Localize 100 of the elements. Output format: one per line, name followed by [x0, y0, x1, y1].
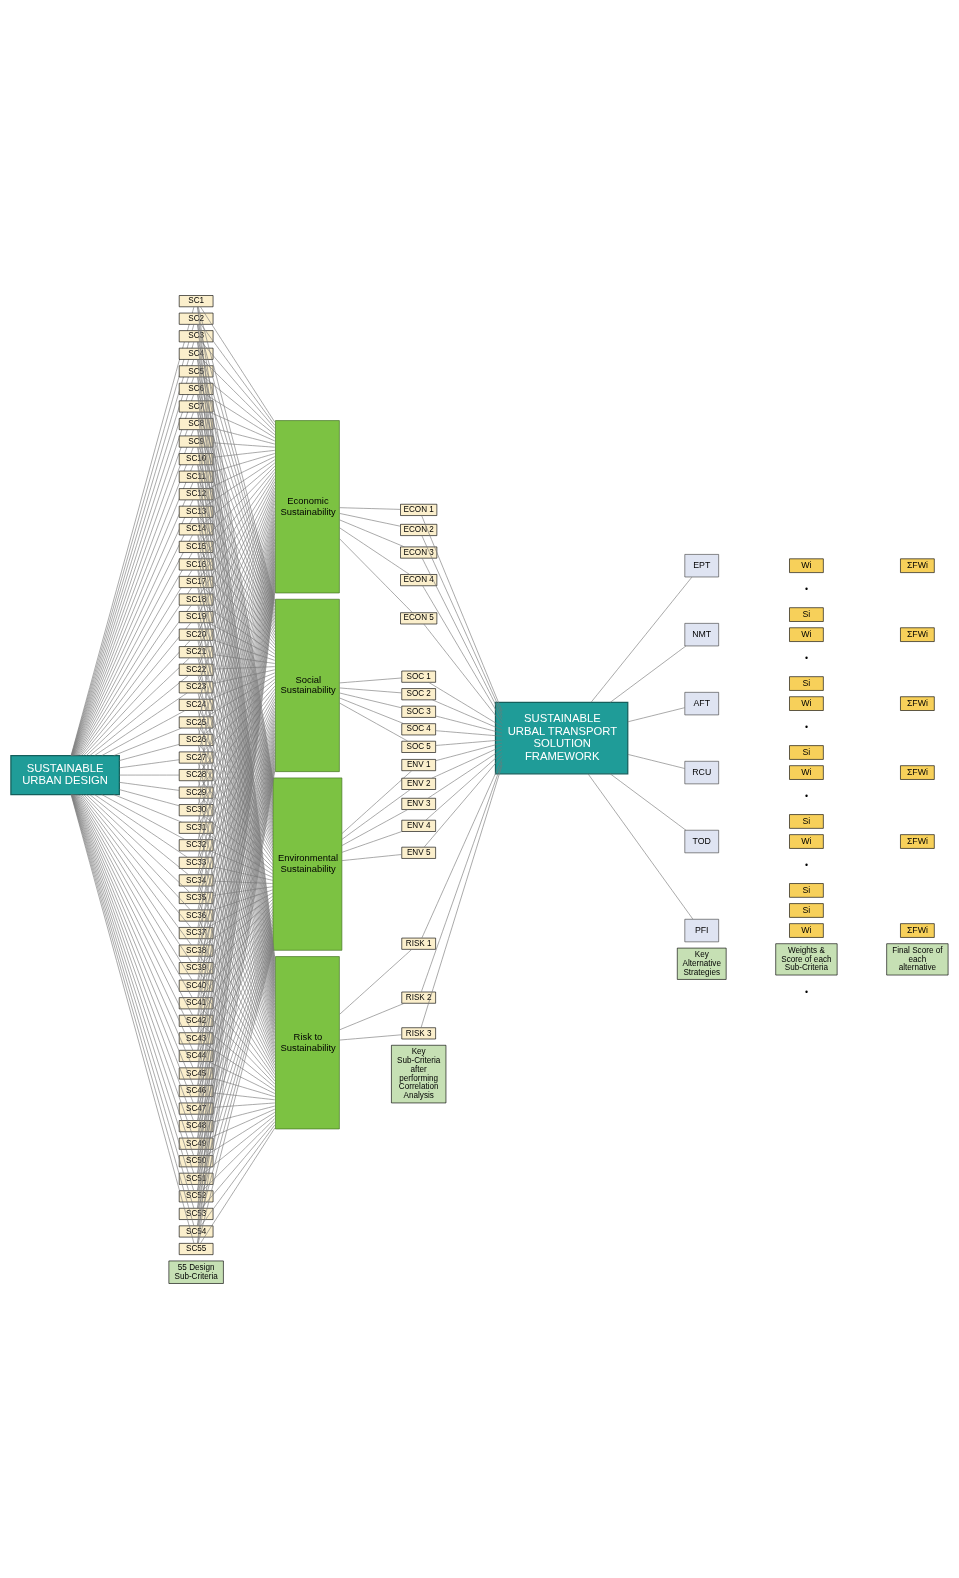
- connector: [435, 729, 503, 737]
- connector: [101, 793, 186, 840]
- connector: [202, 358, 276, 432]
- connector: [205, 393, 276, 438]
- connector: [212, 880, 274, 884]
- connector: [212, 449, 276, 458]
- connector: [341, 830, 402, 853]
- connector: [113, 793, 182, 822]
- connector: [339, 697, 405, 724]
- connector: [200, 1124, 276, 1226]
- connector: [339, 677, 402, 683]
- connector: [202, 898, 274, 963]
- connector: [200, 1127, 276, 1244]
- connector: [203, 678, 276, 734]
- label: •: [804, 859, 808, 870]
- connector: [119, 788, 180, 806]
- node-box: Si: [789, 744, 824, 760]
- connector: [199, 910, 274, 1033]
- connector: [208, 455, 276, 489]
- node-box: ΣFWi: [900, 626, 935, 642]
- connector: [421, 761, 503, 992]
- connector: [339, 512, 401, 527]
- connector: [101, 709, 186, 756]
- connector: [203, 815, 274, 871]
- connector: [201, 685, 276, 770]
- connector: [113, 727, 182, 756]
- connector: [204, 604, 276, 654]
- connector: [202, 586, 276, 651]
- connector: [200, 762, 274, 861]
- connector: [119, 743, 180, 761]
- connector: [420, 764, 503, 1028]
- connector: [201, 341, 276, 429]
- connector: [212, 889, 274, 910]
- node-box: SUSTAINABLE URBAN DESIGN: [10, 754, 120, 795]
- node-box: Wi: [789, 626, 824, 642]
- connector: [200, 907, 274, 1015]
- label: •: [804, 986, 808, 997]
- connector: [590, 576, 693, 702]
- connector: [587, 773, 694, 919]
- connector: [212, 885, 274, 896]
- connector: [435, 739, 503, 746]
- connector: [201, 551, 276, 645]
- connector: [212, 441, 276, 448]
- connector: [339, 687, 402, 693]
- label: •: [804, 790, 808, 801]
- connector: [339, 526, 410, 575]
- node-box: Si: [789, 882, 824, 898]
- connector: [431, 745, 503, 778]
- connector: [341, 808, 408, 846]
- node-box: Social Sustainability: [275, 598, 340, 772]
- connector: [203, 462, 276, 524]
- connector: [210, 672, 276, 700]
- connector: [212, 639, 276, 661]
- connector: [200, 973, 276, 1078]
- connector: [339, 1002, 405, 1030]
- node-box: ΣFWi: [900, 558, 935, 573]
- connector: [200, 323, 276, 426]
- connector: [435, 742, 503, 761]
- connector: [339, 519, 405, 547]
- connector: [428, 681, 503, 727]
- connector: [201, 569, 276, 648]
- node-box: Wi: [789, 833, 824, 849]
- connector: [339, 948, 412, 1015]
- connector: [205, 458, 276, 506]
- node-box: ΣFWi: [900, 695, 935, 711]
- connector: [86, 657, 190, 756]
- connector: [435, 715, 503, 733]
- connector: [200, 306, 276, 422]
- node-box: Si: [789, 902, 824, 918]
- connector: [201, 904, 274, 998]
- connector: [94, 692, 188, 756]
- node-box: ΣFWi: [900, 833, 935, 849]
- connector: [209, 411, 276, 441]
- connector: [425, 751, 503, 820]
- connector: [212, 1105, 276, 1122]
- connector: [207, 892, 274, 928]
- node-box: EPT: [684, 553, 719, 577]
- connector: [339, 537, 413, 613]
- connector: [89, 793, 189, 875]
- label: •: [804, 583, 808, 594]
- connector: [119, 758, 180, 768]
- connector: [422, 585, 503, 721]
- label: •: [804, 652, 808, 663]
- node-box: Wi: [789, 922, 824, 938]
- connector: [427, 748, 503, 798]
- connector: [341, 788, 411, 840]
- connector: [212, 668, 276, 684]
- connector: [203, 1025, 276, 1088]
- connector: [339, 692, 402, 708]
- connector: [200, 691, 276, 805]
- connector: [206, 675, 276, 717]
- connector: [209, 1108, 276, 1138]
- connector: [339, 506, 401, 510]
- connector: [212, 653, 276, 664]
- node-box: Wi: [789, 695, 824, 711]
- connector: [201, 468, 276, 559]
- node-box: SUSTAINABLE URBAL TRANSPORT SOLUTION FRAMEWORK: [494, 701, 629, 774]
- node-box: Wi: [789, 558, 824, 573]
- node-box: PFI: [684, 918, 719, 942]
- connector: [609, 773, 687, 831]
